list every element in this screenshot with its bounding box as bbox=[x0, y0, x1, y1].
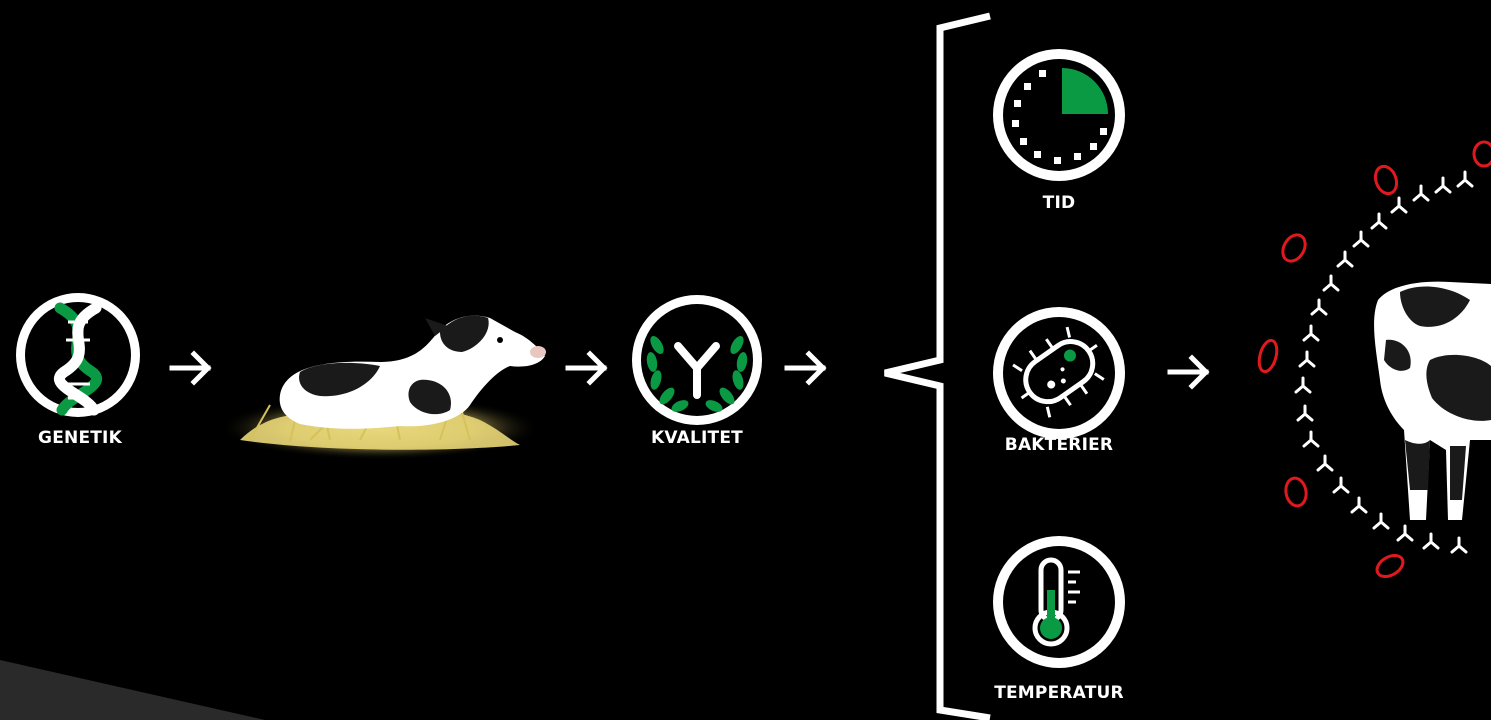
temperature-label: TEMPERATUR bbox=[979, 683, 1139, 703]
bacteria-label: BAKTERIER bbox=[979, 435, 1139, 455]
genetics-label: GENETIK bbox=[0, 428, 160, 448]
clock-icon bbox=[993, 49, 1125, 181]
arrow-right-icon bbox=[172, 354, 208, 382]
arrow-right-icon bbox=[568, 354, 604, 382]
time-label: TID bbox=[979, 193, 1139, 213]
bracket bbox=[885, 16, 990, 718]
arrow-right-icon bbox=[1170, 358, 1206, 386]
bacterium-icon bbox=[993, 307, 1125, 439]
quality-label: KVALITET bbox=[617, 428, 777, 448]
arrow-right-icon bbox=[787, 354, 823, 382]
thermometer-icon bbox=[993, 536, 1125, 668]
dna-icon bbox=[16, 293, 140, 417]
calf-on-hay-illustration bbox=[220, 316, 546, 460]
antibody-laurel-icon bbox=[632, 295, 762, 425]
protected-calf-illustration bbox=[1256, 142, 1491, 581]
